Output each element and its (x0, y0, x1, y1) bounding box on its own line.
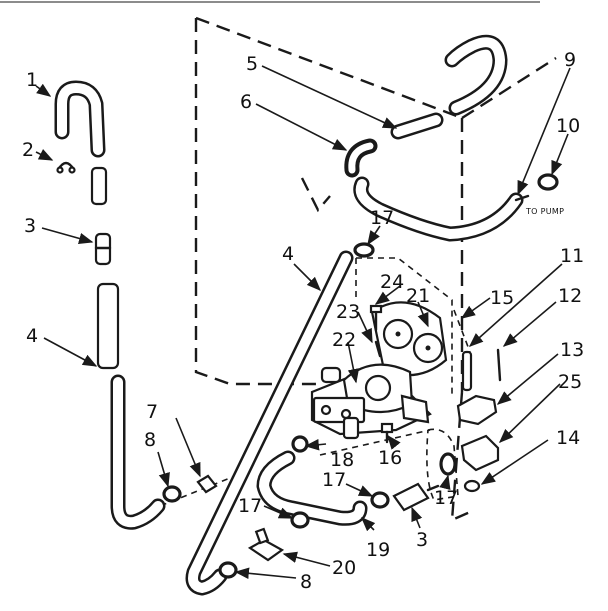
part-3-connector-left (94, 232, 112, 266)
callout-22: 22 (332, 329, 356, 351)
part-22-solenoid-cap (320, 366, 342, 384)
part-9-hose-to-pump (353, 176, 530, 242)
part-17-clamp-top (353, 242, 375, 258)
part-10-clamp (537, 173, 559, 191)
part-16-screw (380, 422, 394, 444)
part-6-elbow (344, 138, 378, 178)
callout-23: 23 (336, 301, 360, 323)
callout-9: 9 (564, 49, 576, 71)
part-14-grommet (463, 479, 481, 493)
callout-15: 15 (490, 287, 514, 309)
pump-housing (426, 428, 459, 501)
callout-20: 20 (332, 557, 356, 579)
part-4-hose-left (96, 282, 120, 370)
part-11-rod (461, 350, 473, 392)
callout-10: 10 (556, 115, 580, 137)
callout-17-lower: 17 (238, 495, 262, 517)
part-18-seal (342, 416, 360, 440)
callout-3-left: 3 (24, 215, 36, 237)
callout-21: 21 (406, 285, 430, 307)
part-24-screw (369, 304, 383, 332)
callout-17-top: 17 (370, 207, 394, 229)
part-1-hose-hook (54, 80, 106, 158)
part-8-clamp-left (162, 485, 182, 503)
callout-17-center: 17 (322, 469, 346, 491)
callout-18: 18 (330, 449, 354, 471)
part-17-clamp-right (439, 452, 457, 476)
callout-17-right: 17 (434, 487, 458, 509)
main-valve-assembly (310, 363, 432, 436)
callout-numbers: 1 2 3 4 5 6 9 10 17 4 24 21 15 23 22 11 … (22, 49, 584, 593)
cabinet-outline (129, 16, 557, 522)
part-15-line (453, 309, 471, 353)
part-20-fitting (247, 527, 285, 562)
part-2-clamp (56, 161, 76, 174)
part-25-clip (460, 434, 500, 472)
part-13-bracket (456, 394, 498, 426)
part-8-clamp-lower (218, 561, 238, 579)
inlet-hose-arc (444, 34, 508, 116)
part-17-clamp-lower (290, 511, 310, 529)
part-5-hose (390, 112, 444, 140)
callout-13: 13 (560, 339, 584, 361)
callout-8-left: 8 (144, 429, 156, 451)
leader-lines (35, 65, 571, 580)
part-7-fitting (196, 474, 218, 494)
callout-24: 24 (380, 271, 404, 293)
callout-19: 19 (366, 539, 390, 561)
part-3-connector-right (392, 482, 440, 512)
callout-16: 16 (378, 447, 402, 469)
part-short-hose (90, 166, 108, 206)
callout-14: 14 (556, 427, 580, 449)
part-17-clamp-center (370, 491, 390, 509)
callout-5: 5 (246, 53, 258, 75)
to-pump-label: TO PUMP (525, 207, 564, 216)
part-12-screw (496, 348, 502, 382)
inner-assembly-box (355, 257, 453, 394)
callout-8-lower: 8 (300, 571, 312, 593)
part-4-long-tube (185, 250, 354, 596)
callout-6: 6 (240, 91, 252, 113)
callout-12: 12 (558, 285, 582, 307)
callout-2: 2 (22, 139, 34, 161)
callout-3-right: 3 (416, 529, 428, 551)
callout-25: 25 (558, 371, 582, 393)
callout-7: 7 (146, 401, 158, 423)
part-19-u-hose (256, 450, 368, 526)
callout-4-center: 4 (282, 243, 294, 265)
part-4-hose-j-bend (110, 374, 166, 530)
callout-4-left: 4 (26, 325, 38, 347)
callout-1: 1 (26, 69, 38, 91)
part-23-pin (374, 340, 382, 358)
part-17-clamp-18 (291, 435, 309, 453)
callout-11: 11 (560, 245, 584, 267)
